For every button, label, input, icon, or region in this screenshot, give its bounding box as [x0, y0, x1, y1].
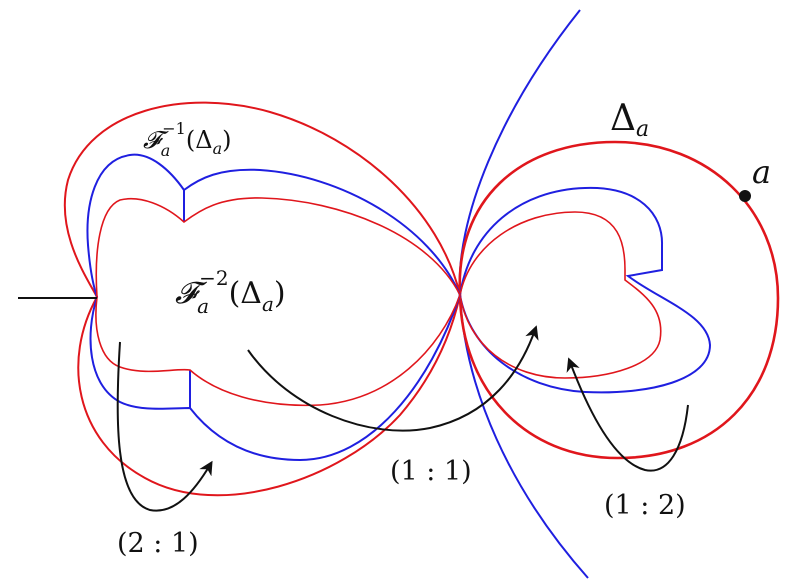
arrow-2-1 — [116, 341, 213, 512]
arrow-1-1 — [247, 325, 539, 432]
right-blue-preimage — [458, 186, 712, 394]
left-blue-preimage — [86, 153, 462, 462]
ratio-2-1-label: (2 : 1) — [117, 528, 199, 559]
arrow-1-2 — [566, 357, 689, 472]
delta-a-circle — [458, 140, 780, 460]
ratio-1-2-label: (1 : 2) — [604, 490, 686, 521]
ratio-1-1-label: (1 : 1) — [390, 456, 472, 487]
delta-a-label: Δa — [610, 98, 649, 142]
inverse1-label: 𝓕a−1(Δa) — [143, 119, 232, 160]
point-a-dot — [739, 190, 751, 202]
right-red-preimage — [459, 211, 662, 379]
blue-arc-curve — [458, 9, 589, 579]
point-a-label: a — [752, 153, 771, 191]
inverse2-label: 𝓕a−2(Δa) — [175, 266, 286, 318]
